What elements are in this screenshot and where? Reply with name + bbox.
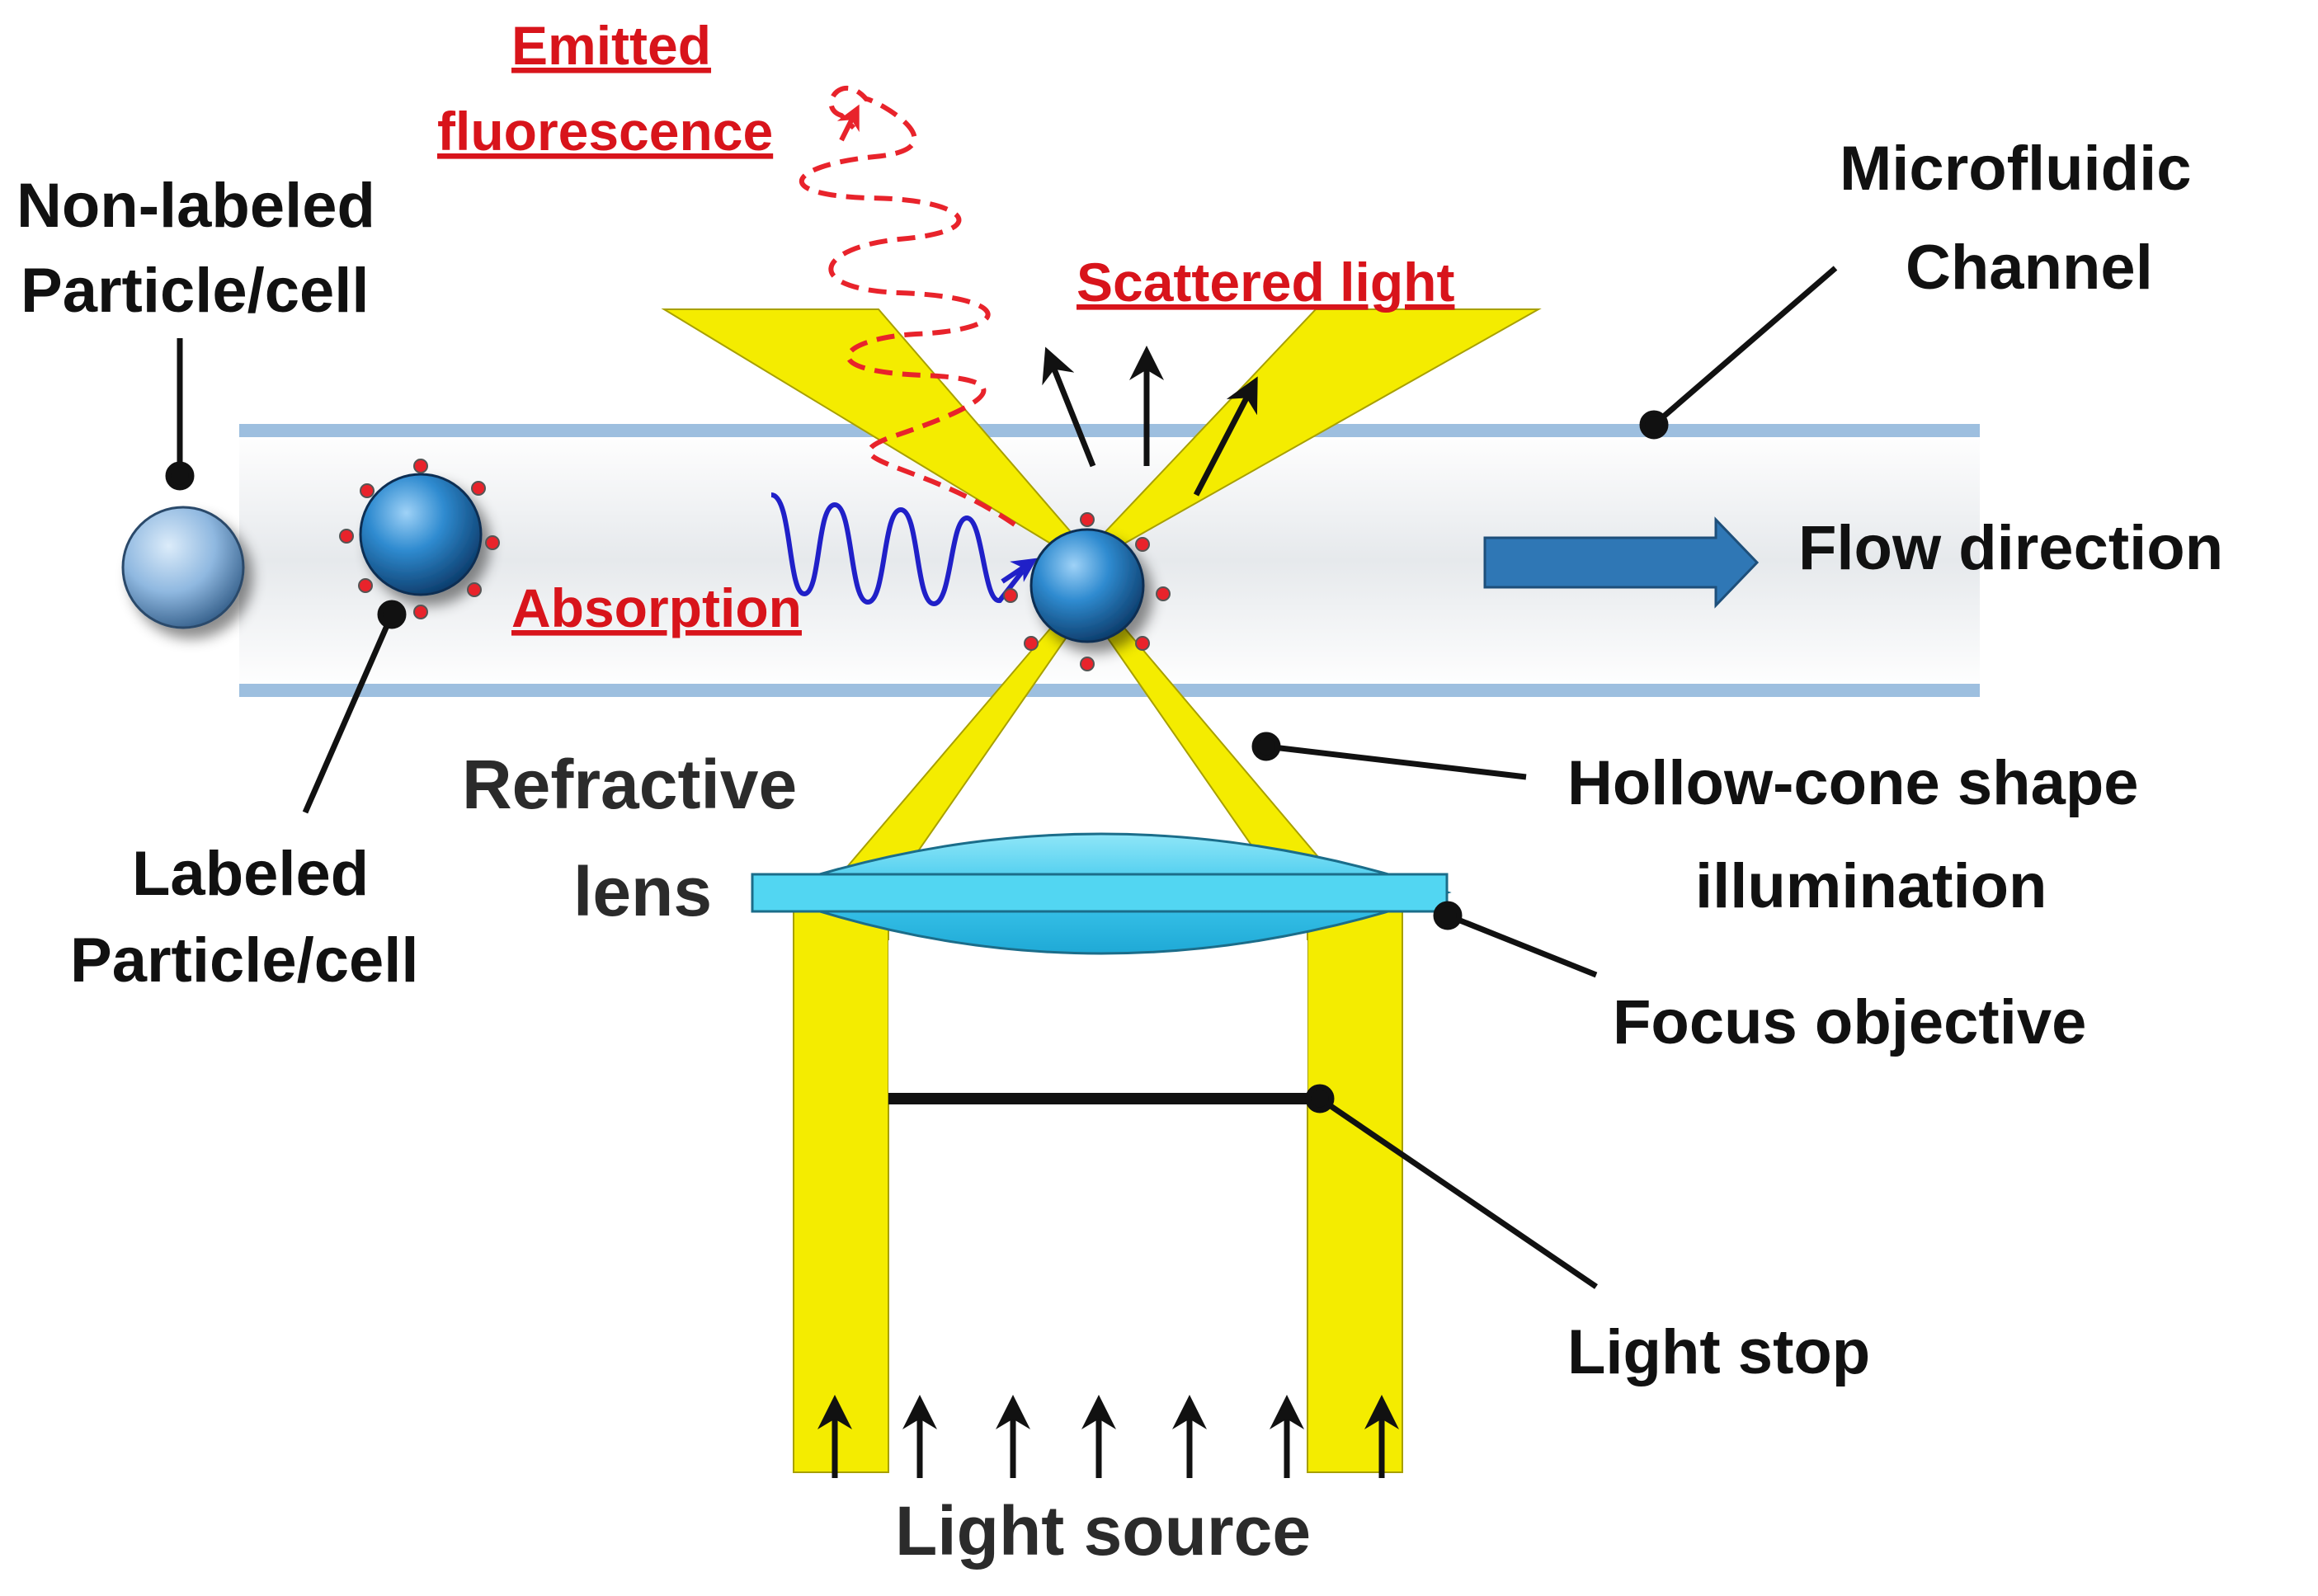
non-labeled-particle [121,506,245,629]
light-source-arrows [817,1395,1399,1478]
light-stop-label: Light stop [1567,1317,1870,1387]
fluorescent-labels [1003,512,1171,671]
leader-dot [1251,732,1281,761]
up-arrow-icon [1042,346,1096,468]
leader-dot [165,461,195,491]
microfluidic-label-2: Channel [1906,233,2153,303]
refractive-lens-label-2: lens [573,853,712,930]
microfluidic-label-1: Microfluidic [1840,134,2191,204]
hollow-cone-label-1: Hollow-cone shape [1567,748,2139,818]
illumination-beams [661,308,1542,1473]
fluorescent-labels [339,459,500,619]
leader-dot [1305,1084,1335,1113]
right-beam [1307,911,1403,1473]
focus-objective-label: Focus objective [1613,987,2086,1057]
flow-direction-label: Flow direction [1798,513,2223,583]
left-beam [793,911,889,1473]
non-labeled-label-2: Particle/cell [21,256,370,326]
right-arrow-icon [1483,516,1760,609]
lens-plate [751,873,1449,913]
leader-dot [377,600,407,629]
absorption-wave [770,492,1025,607]
light-source-label: Light source [895,1492,1311,1570]
up-arrow-icon [1193,376,1258,497]
absorption-arrowhead [1001,558,1038,584]
scattered-light-arrows [1042,346,1258,497]
light-stop-gap [888,940,1307,1099]
leader-focus-objective [1446,912,1598,978]
leader-light-stop [1318,1096,1598,1289]
emitted-label-1: Emitted [511,15,711,76]
labeled-particle-center [1003,512,1171,671]
labeled-particle-left [339,459,500,619]
refractive-lens [751,832,1452,955]
hollow-cone-label-2: illumination [1695,851,2047,921]
leader-dot [1639,410,1669,440]
fluorescence-arrowhead [836,104,860,142]
leader-dot [1433,901,1463,930]
scattered-light-label: Scattered light [1077,252,1454,313]
non-labeled-label-1: Non-labeled [16,171,375,241]
leader-labeled [302,613,395,814]
emitted-fluorescence-wave [799,85,1016,527]
emitted-label-2: fluorescence [437,101,773,162]
leader-microfluidic [1651,266,1838,427]
refractive-lens-label-1: Refractive [462,746,797,823]
leader-hollow-cone [1265,743,1527,780]
leader-lines [165,266,1838,1289]
absorption-label: Absorption [511,577,802,638]
labeled-label-1: Labeled [132,839,369,909]
labeled-label-2: Particle/cell [70,925,419,996]
